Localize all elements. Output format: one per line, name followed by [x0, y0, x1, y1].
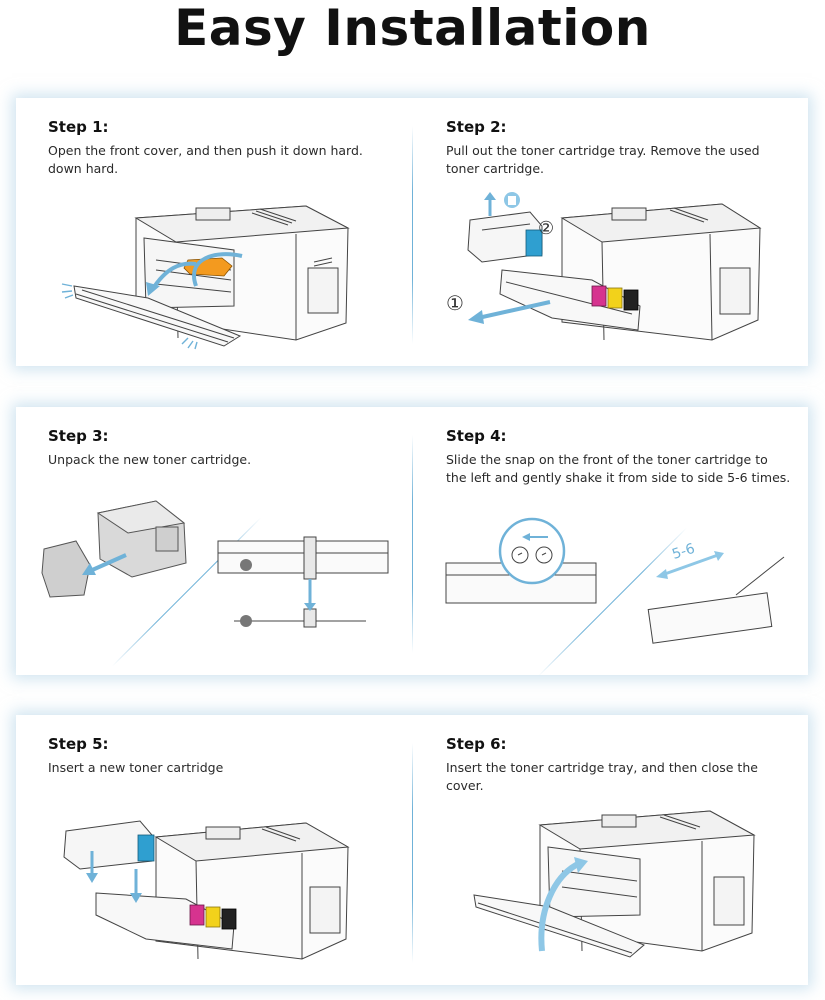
step-title: Step 4:	[446, 427, 507, 445]
step-description: Open the front cover, and then push it d…	[48, 143, 363, 176]
step-3: Step 3: Unpack the new toner cartridge.	[16, 407, 412, 675]
step-5: Step 5: Insert a new toner cartridge	[16, 715, 412, 985]
step-description: Insert a new toner cartridge	[48, 760, 224, 775]
callout-1: ①	[446, 291, 464, 315]
step-description: Unpack the new toner cartridge.	[48, 452, 252, 467]
trash-icon	[504, 192, 520, 208]
panel-divider	[412, 743, 413, 963]
step-title: Step 5:	[48, 735, 109, 753]
step-description: Slide the snap on the front of the toner…	[446, 452, 791, 485]
printer-open-cover-illustration	[61, 205, 350, 350]
callout-2: ②	[538, 218, 554, 239]
steps-panel-3: Step 5: Insert a new toner cartridge	[16, 715, 808, 985]
step-1: Step 1: Open the front cover, and then p…	[16, 98, 412, 366]
step-4: Step 4: Slide the snap on the front of t…	[412, 407, 808, 677]
step-title: Step 6:	[446, 735, 507, 753]
step-title: Step 3:	[48, 427, 109, 445]
unpack-toner-illustration	[41, 500, 389, 628]
steps-panel-1: Step 1: Open the front cover, and then p…	[16, 98, 808, 366]
step-description: Insert the toner cartridge tray, and the…	[446, 760, 758, 793]
step-title: Step 2:	[446, 118, 507, 136]
panel-divider	[412, 435, 413, 653]
steps-panel-2: Step 3: Unpack the new toner cartridge.	[16, 407, 808, 677]
step-title: Step 1:	[48, 118, 109, 136]
step-description: Pull out the toner cartridge tray. Remov…	[446, 143, 760, 176]
shake-toner-illustration: 5-6	[445, 517, 785, 644]
insert-toner-illustration	[63, 820, 350, 960]
close-cover-illustration	[473, 810, 756, 958]
printer-tray-out-illustration: ② ①	[446, 192, 762, 341]
shake-count-label: 5-6	[670, 541, 697, 563]
panel-divider	[412, 126, 413, 344]
page-title: Easy Installation	[174, 0, 651, 57]
step-2: Step 2: Pull out the toner cartridge tra…	[412, 98, 808, 366]
step-6: Step 6: Insert the toner cartridge tray,…	[412, 715, 808, 985]
